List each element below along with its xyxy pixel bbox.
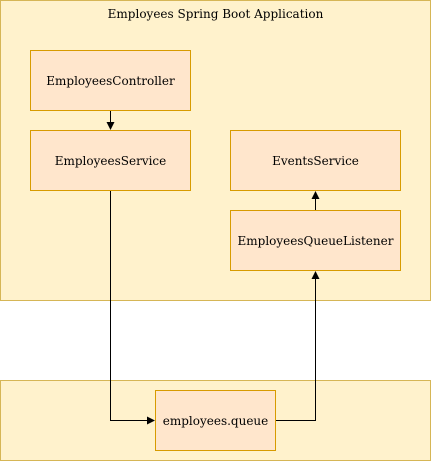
employees-queue-node[interactable]: employees.queue xyxy=(155,390,276,451)
employees-service-node[interactable]: EmployeesService xyxy=(30,130,191,191)
employees-controller-node[interactable]: EmployeesController xyxy=(30,50,191,111)
app-container-title: Employees Spring Boot Application xyxy=(107,7,324,21)
events-service-node[interactable]: EventsService xyxy=(230,130,401,191)
employees-queue-listener-node[interactable]: EmployeesQueueListener xyxy=(230,210,401,271)
